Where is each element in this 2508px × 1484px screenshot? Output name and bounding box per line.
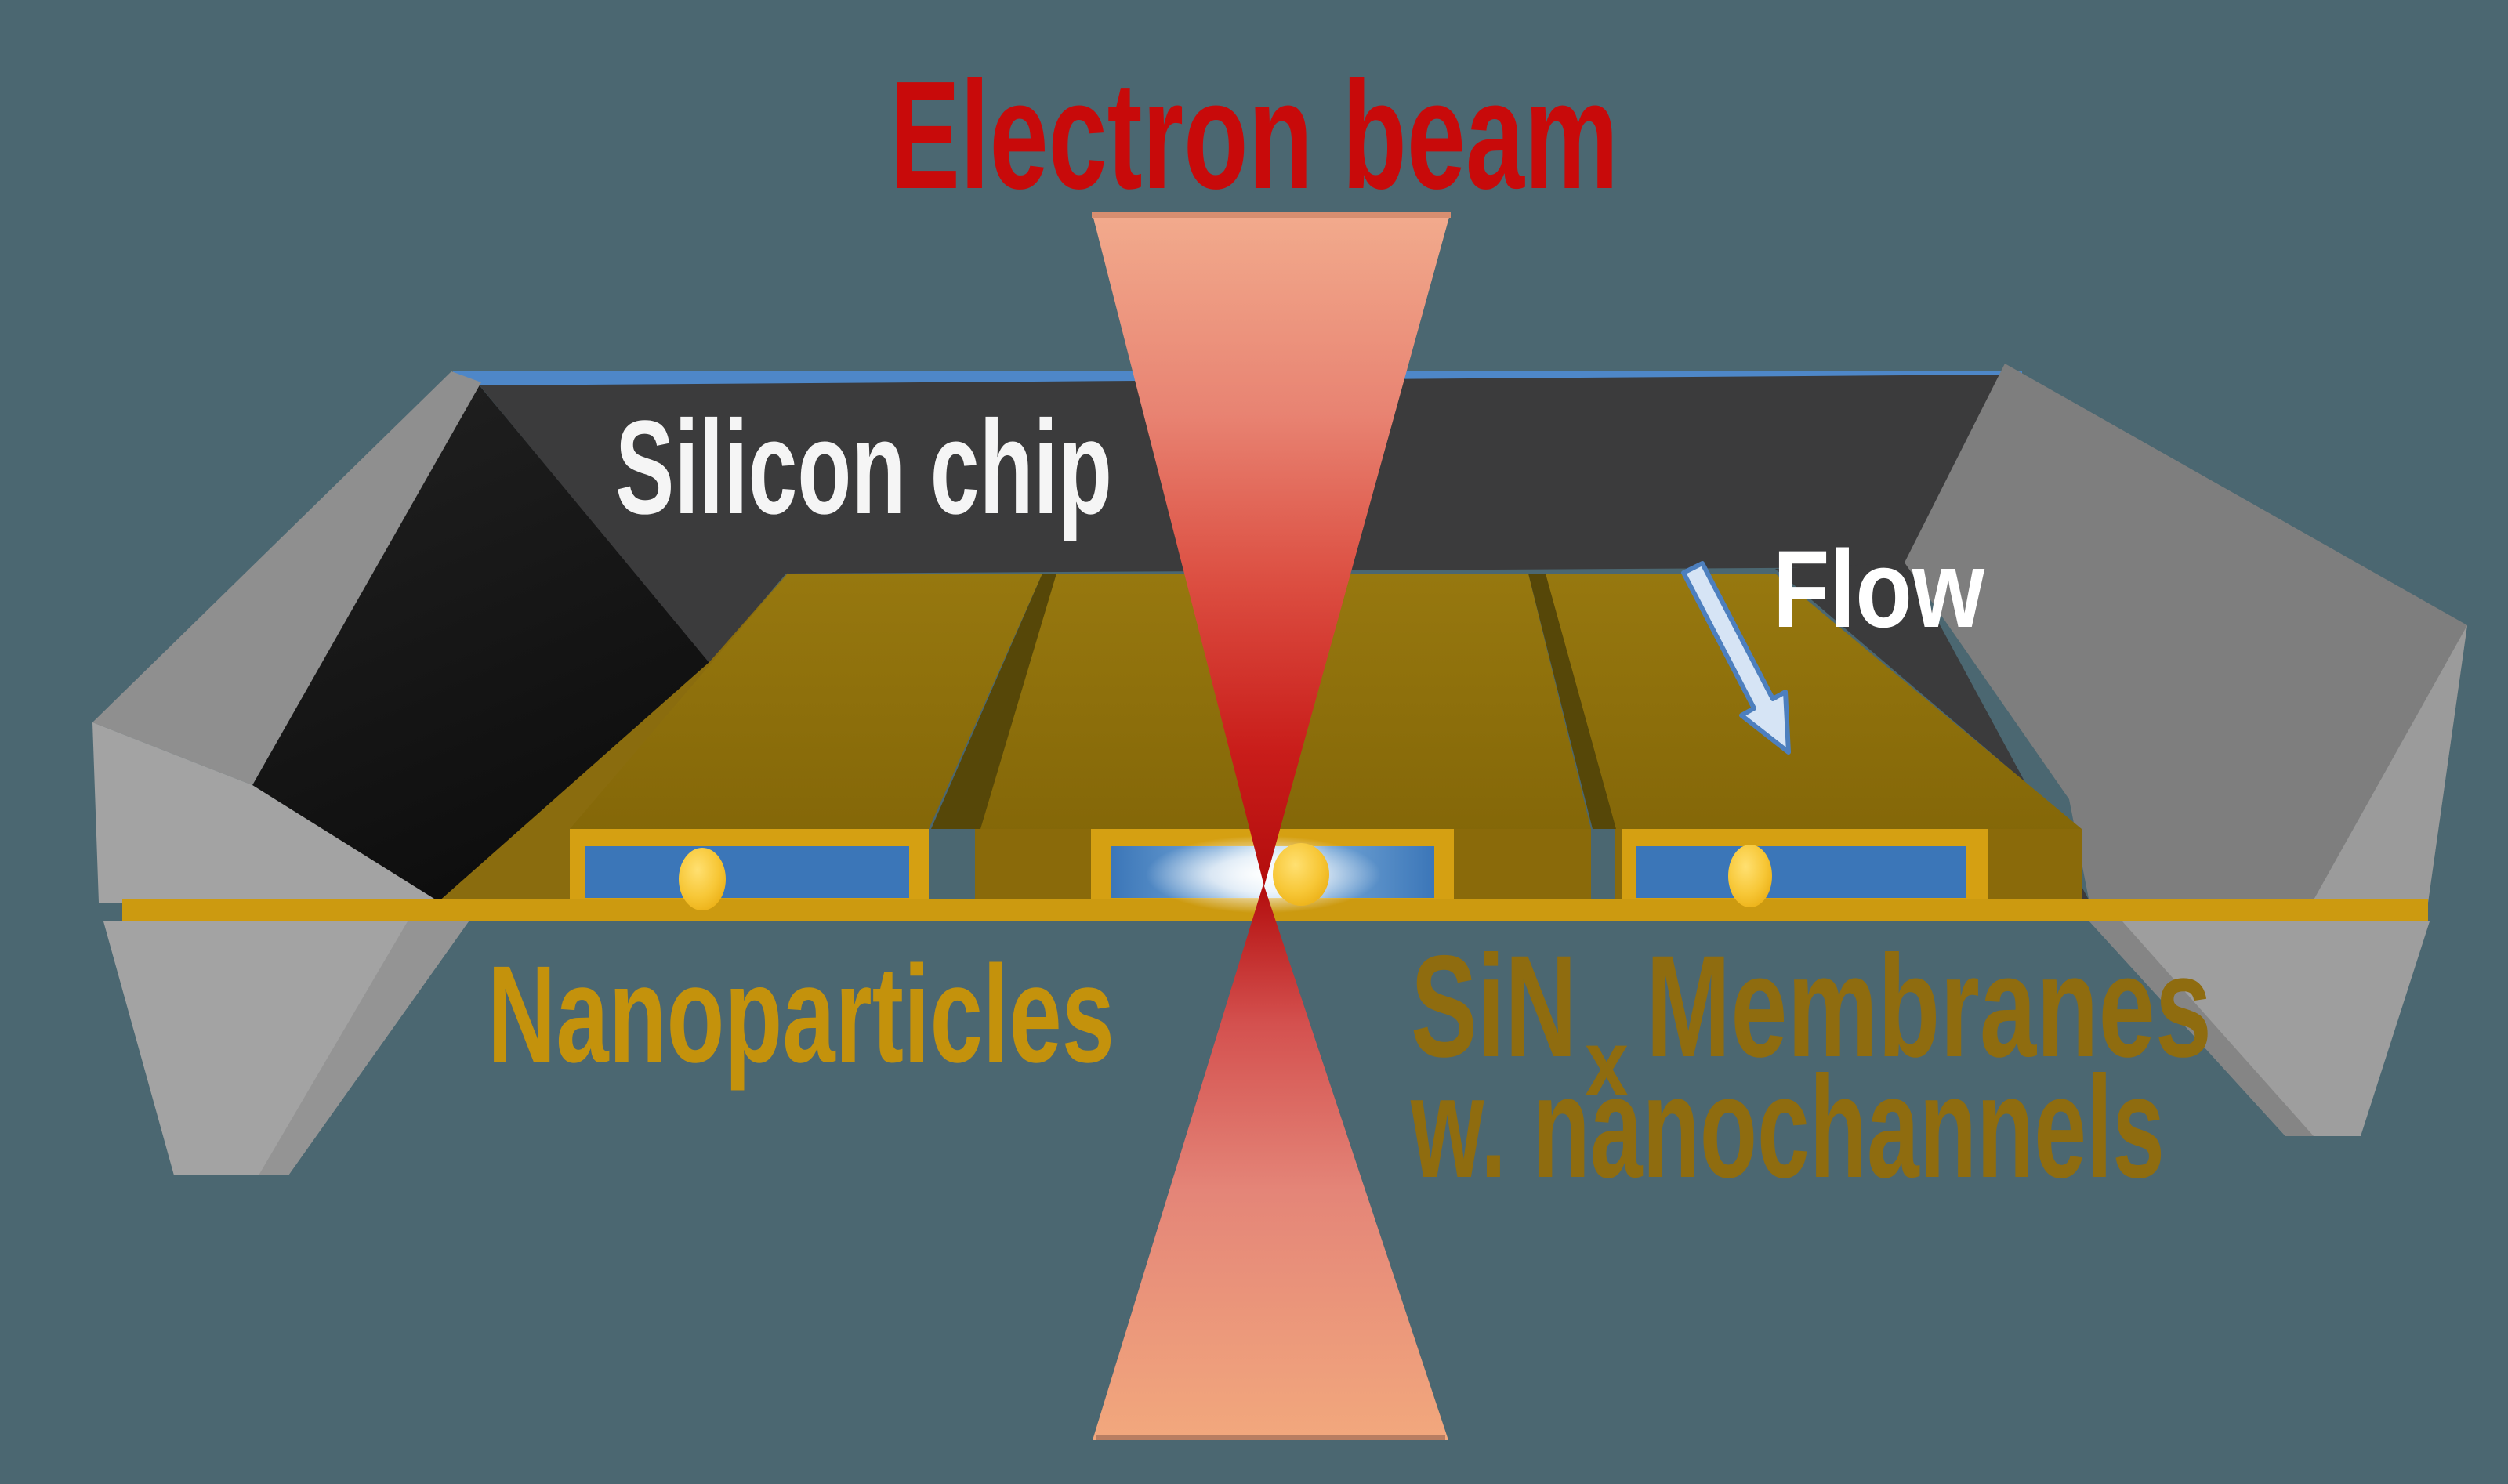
membranes-label-line2: w. nanochannels [1410, 1047, 2165, 1208]
electron-beam-bottom-cone [1093, 884, 1448, 1440]
chip-right-leg-lower-shade [2089, 921, 2314, 1136]
chip-right-inner-shadow-face [1775, 563, 2089, 901]
nanoparticles-label: Nanoparticles [487, 938, 1114, 1091]
flow-label: Flow [1773, 527, 1985, 650]
flow-arrow-icon [1681, 561, 1791, 755]
membrane-1-top [570, 574, 1042, 829]
chip-left-leg-lower-shade [259, 921, 469, 1175]
membrane-gap-2 [1528, 574, 1616, 829]
chip-right-leg-outer-face [2312, 625, 2467, 903]
nanochannel-3 [1636, 846, 1966, 898]
chip-left-top-strip [92, 371, 481, 785]
chip-right-leg-lower [2089, 921, 2430, 1136]
electron-beam-top-cone [1092, 212, 1451, 886]
chip-left-leg-upper [92, 722, 440, 903]
membranes-label-suffix: Membranes [1646, 926, 2212, 1088]
membranes-label-prefix: SiN [1411, 926, 1577, 1088]
membranes-label-subscript: x [1585, 1011, 1629, 1116]
chip-left-sloped-face [252, 384, 709, 903]
nanochannel-1 [585, 846, 909, 898]
membrane-3-top [1544, 574, 2082, 829]
nanoparticle-1 [679, 848, 726, 910]
nanoparticle-3 [1728, 845, 1772, 907]
page-title: Electron beam [890, 49, 1618, 221]
nanoparticle-2 [1273, 843, 1329, 906]
silicon-chip-label: Silicon chip [615, 393, 1112, 542]
membrane-gap-1 [931, 574, 1056, 829]
chip-right-leg-top-face [1905, 364, 2467, 903]
electron-beam-bottom-edge [1096, 1435, 1445, 1440]
electron-beam-top-edge [1092, 212, 1451, 218]
